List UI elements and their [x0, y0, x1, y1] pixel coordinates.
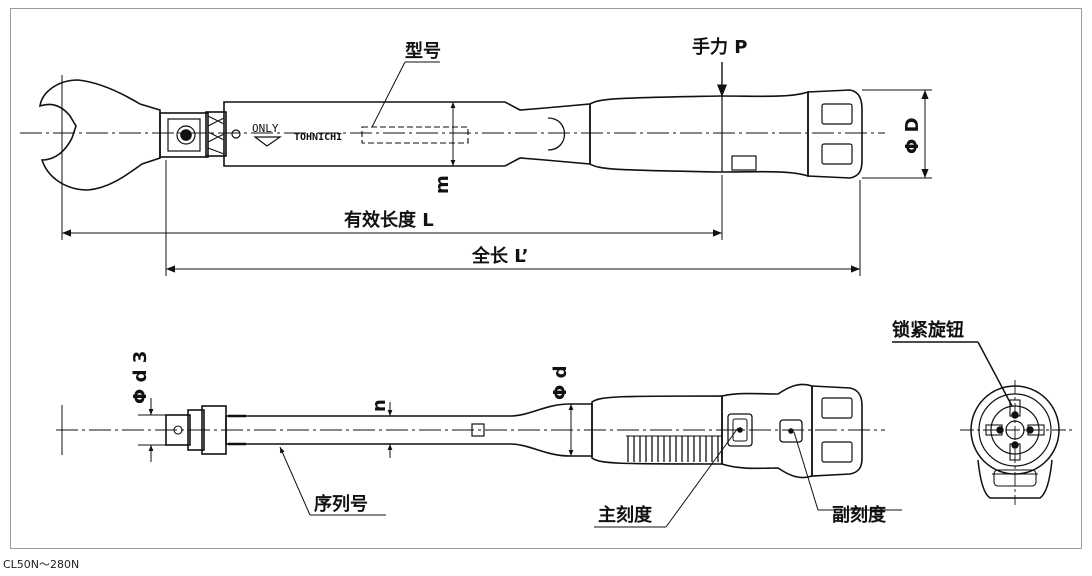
end-view: [892, 341, 1072, 505]
lock-knob-leader: [977, 341, 1013, 407]
label-serial-number: 序列号: [314, 493, 368, 515]
tool-markings: ONLY TOHNICHI: [252, 122, 342, 147]
label-sub-scale: 副刻度: [832, 504, 887, 526]
hook-window: [547, 117, 565, 151]
labels: 型号 手力 P 有效长度 L 全长 L’ m Φ D 锁紧旋钮 Φ d 3 n …: [130, 36, 964, 526]
label-phi-d3: Φ d 3: [130, 351, 151, 404]
label-phi-D: Φ D: [902, 117, 923, 154]
caption: CL50N～280N: [3, 558, 80, 571]
wrench-body: [223, 101, 591, 167]
grip-ridges: [626, 435, 722, 462]
serial-leader: [279, 446, 311, 516]
main-scale-leader: [665, 427, 739, 528]
spanner-head: [39, 79, 161, 191]
bottom-view: [56, 383, 885, 479]
knob-base: [977, 459, 1053, 499]
brand-mark: TOHNICHI: [294, 132, 342, 143]
grip: [589, 90, 809, 178]
label-total-length: 全长 L’: [471, 245, 528, 267]
bottom-end-knob: [811, 385, 863, 477]
label-model: 型号: [405, 40, 441, 62]
label-main-scale: 主刻度: [598, 504, 653, 526]
main-scale-window: [727, 413, 753, 447]
square-drive: [165, 414, 191, 446]
label-lock-knob: 锁紧旋钮: [892, 319, 964, 341]
label-n: n: [369, 399, 390, 412]
connector-block: [159, 112, 209, 158]
label-hand-force: 手力 P: [692, 36, 747, 58]
sub-scale-window: [779, 419, 803, 443]
drawing-frame: [10, 8, 1082, 549]
label-phi-d: Φ d: [550, 366, 571, 400]
end-knob: [807, 89, 863, 179]
bottom-dimensions: [138, 398, 902, 528]
label-effective-length: 有效长度 L: [344, 209, 434, 231]
sub-scale-leader: [793, 431, 819, 511]
collar: [205, 111, 227, 157]
label-m: m: [432, 175, 453, 194]
model-window: [361, 126, 469, 144]
top-dimensions: [61, 61, 932, 276]
only-mark: ONLY: [252, 122, 279, 135]
top-view: [20, 79, 885, 191]
